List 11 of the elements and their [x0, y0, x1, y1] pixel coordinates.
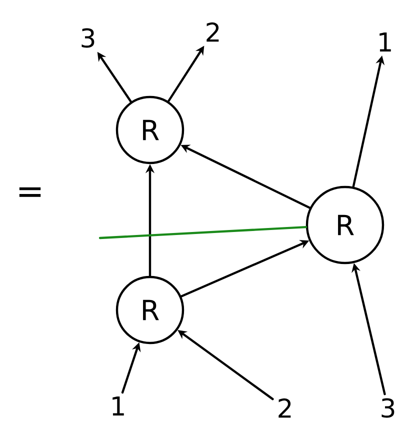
port-number: 2	[206, 22, 219, 42]
port-number: 3	[382, 398, 394, 418]
circle-node: R	[116, 276, 184, 344]
port-number: 1	[380, 32, 391, 52]
circle-node: R	[116, 96, 184, 164]
equals-sign: =	[19, 187, 41, 197]
port-number: 2	[278, 398, 291, 418]
connector-line	[98, 226, 308, 240]
port-number: 3	[82, 28, 94, 48]
port-number: 1	[112, 396, 124, 416]
circle-node: R	[306, 186, 384, 264]
